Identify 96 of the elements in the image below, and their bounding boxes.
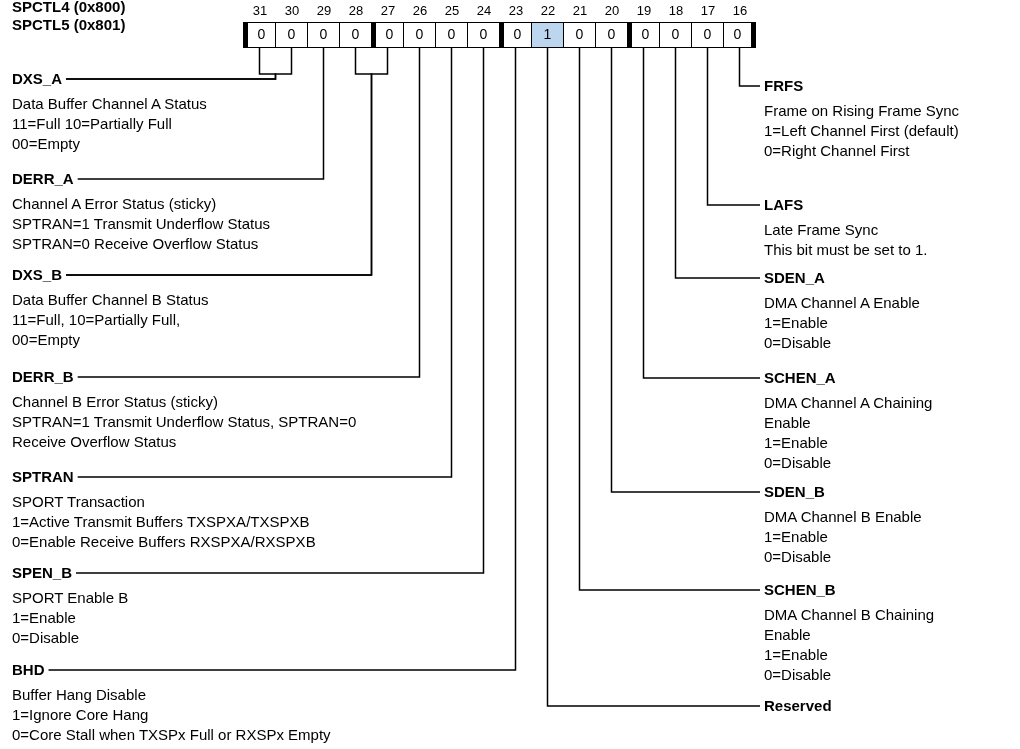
bit-cell: 0 (595, 22, 628, 48)
bit-cell: 1 (531, 22, 564, 48)
field-name: LAFS (764, 196, 804, 214)
bit-number: 28 (347, 3, 365, 18)
field-name: SCHEN_B (764, 581, 836, 599)
bit-number: 31 (251, 3, 269, 18)
leader-line (706, 47, 761, 206)
bit-number: 27 (379, 3, 397, 18)
bit-number: 17 (699, 3, 717, 18)
field-description: 1=Enable (764, 527, 828, 547)
field-description: 0=Disable (764, 453, 833, 473)
bit-cell: 0 (339, 22, 372, 48)
bit-number: 19 (635, 3, 653, 18)
field-description: SPTRAN=0 Receive Overflow Status (12, 234, 259, 254)
leader-line (610, 47, 761, 493)
leader-line (76, 47, 325, 180)
bit-cell: 0 (467, 22, 500, 48)
field-description: Channel B Error Status (sticky) (12, 392, 219, 412)
leader-line (674, 47, 761, 279)
field-name: SDEN_B (764, 483, 825, 501)
leader-line (76, 47, 421, 378)
field-name: SDEN_A (764, 269, 825, 287)
bit-number: 16 (731, 3, 749, 18)
leader-line (75, 47, 485, 574)
bit-cell: 0 (435, 22, 468, 48)
field-description: 0=Core Stall when TXSPx Full or RXSPx Empty (12, 725, 331, 745)
bit-cell: 0 (627, 22, 660, 48)
bit-cell: 0 (243, 22, 276, 48)
field-description: 1=Enable (764, 313, 828, 333)
leader-line (578, 47, 761, 591)
field-description: 1=Enable (764, 433, 829, 453)
bit-number: 25 (443, 3, 461, 18)
field-name: DERR_A (12, 170, 74, 188)
field-name: DXS_A (12, 70, 63, 88)
field-name: SPTRAN (12, 468, 74, 486)
bit-number: 18 (667, 3, 685, 18)
field-description: SPORT Enable B (12, 588, 129, 608)
leader-line (47, 47, 517, 671)
leader-line (642, 47, 761, 379)
bit-number: 20 (603, 3, 621, 18)
field-description: Channel A Error Status (sticky) (12, 194, 217, 214)
bit-number: 22 (539, 3, 557, 18)
bit-number: 21 (571, 3, 589, 18)
field-description: DMA Channel A Chaining Enable (764, 393, 934, 433)
field-name: DERR_B (12, 368, 74, 386)
field-description: SPTRAN=1 Transmit Underflow Status, SPTRAN=0 Receive Overflow Status (12, 412, 357, 452)
field-description: Data Buffer Channel B Status (12, 290, 210, 310)
bit-number: 23 (507, 3, 525, 18)
field-name: SCHEN_A (764, 369, 836, 387)
leader-line (546, 47, 761, 707)
field-name: Reserved (764, 697, 832, 715)
field-description: 00=Empty (12, 134, 80, 154)
field-name: BHD (12, 661, 45, 679)
field-description: DMA Channel B Chaining Enable (764, 605, 936, 645)
register-name: SPCTL5 (0x801) (12, 16, 126, 33)
field-description: 0=Enable Receive Buffers RXSPXA/RXSPXB (12, 532, 316, 552)
field-description: SPTRAN=1 Transmit Underflow Status (12, 214, 270, 234)
bit-number: 29 (315, 3, 333, 18)
field-description: 11=Full 10=Partially Full (12, 114, 172, 134)
field-description: Buffer Hang Disable (12, 685, 146, 705)
field-description: 0=Disable (12, 628, 80, 648)
field-description: Frame on Rising Frame Sync (764, 101, 960, 121)
leader-line (738, 47, 761, 87)
field-description: 0=Disable (764, 547, 832, 567)
field-description: 11=Full, 10=Partially Full, 00=Empty (12, 310, 182, 350)
field-description: 1=Active Transmit Buffers TXSPXA/TXSPXB (12, 512, 310, 532)
bit-number: 30 (283, 3, 301, 18)
field-description: 0=Right Channel First (764, 141, 910, 161)
field-name: DXS_B (12, 266, 63, 284)
bit-cell: 0 (659, 22, 692, 48)
bit-cell: 0 (307, 22, 340, 48)
bit-cell: 0 (371, 22, 404, 48)
bit-cell: 0 (499, 22, 532, 48)
field-description: 0=Disable (764, 665, 833, 685)
field-description: 1=Enable (12, 608, 76, 628)
bit-number: 24 (475, 3, 493, 18)
field-description: 1=Left Channel First (default) (764, 121, 959, 141)
field-description: DMA Channel A Enable (764, 293, 920, 313)
bit-cell: 0 (563, 22, 596, 48)
register-name: SPCTL4 (0x800) (12, 0, 126, 15)
bit-cell: 0 (403, 22, 436, 48)
field-description: 1=Enable (764, 645, 829, 665)
field-description: SPORT Transaction (12, 492, 145, 512)
field-description: 1=Ignore Core Hang (12, 705, 149, 725)
field-description: Late Frame Sync (764, 220, 879, 240)
bit-cell: 0 (691, 22, 724, 48)
field-description: This bit must be set to 1. (764, 240, 928, 260)
bit-number: 26 (411, 3, 429, 18)
leader-line (76, 47, 453, 478)
field-name: FRFS (764, 77, 804, 95)
bit-cell: 0 (275, 22, 308, 48)
field-description: Data Buffer Channel A Status (12, 94, 207, 114)
field-name: SPEN_B (12, 564, 73, 582)
field-description: 0=Disable (764, 333, 832, 353)
field-description: DMA Channel B Enable (764, 507, 922, 527)
bit-cell: 0 (723, 22, 756, 48)
